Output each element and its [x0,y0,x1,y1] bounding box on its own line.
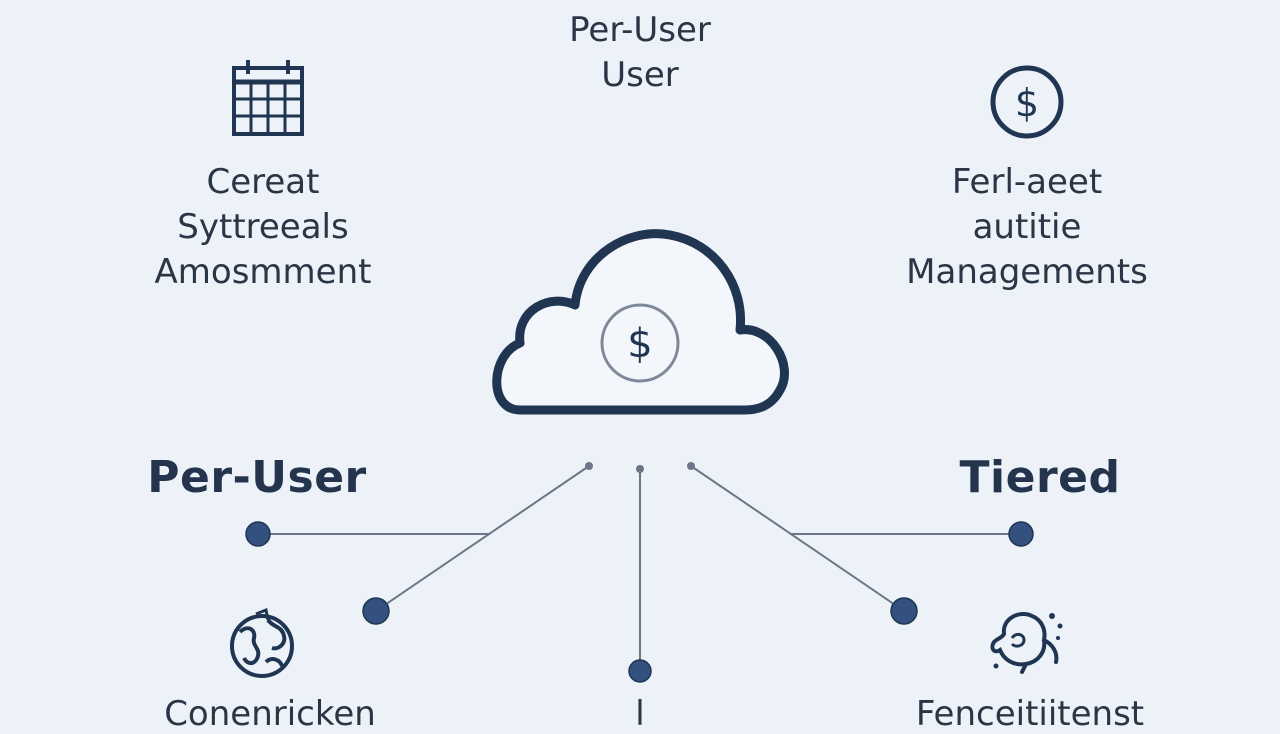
globe-icon [230,607,294,678]
top-label-line1: Per-User [569,10,711,50]
svg-text:$: $ [627,321,652,367]
bottom-left-label: Conenricken [164,694,376,734]
right-label-line2: autitie [972,207,1082,247]
left-label-line2: Syttreeals [177,207,349,247]
cloud-dollar-icon: $ [492,229,789,415]
bottom-center-label: l [635,694,645,734]
elephant-icon [990,612,1063,674]
left-diagonal-line [375,465,590,612]
right-label: Ferl-aeet autitie Managements [857,160,1197,295]
right-label-line1: Ferl-aeet [951,162,1103,202]
left-label: Cereat Syttreeals Amosmment [113,160,413,295]
svg-text:$: $ [1015,81,1039,125]
right-label-line3: Managements [906,252,1148,292]
node-lower-right [890,597,918,625]
junction-dot-right [687,462,695,470]
dollar-circle-icon: $ [990,65,1064,139]
bottom-right-label: Fenceitiitenst [915,694,1145,734]
top-label: Per-User User [540,8,740,98]
junction-dot-left [585,462,593,470]
calendar-icon [232,60,304,136]
left-heading: Per-User [147,452,367,503]
node-left [245,521,271,547]
right-heading: Tiered [959,452,1121,503]
junction-dot-center [636,465,644,473]
left-label-line3: Amosmment [154,252,372,292]
top-label-line2: User [601,55,679,95]
node-bottom-center [628,659,652,683]
node-lower-left [362,597,390,625]
left-label-line1: Cereat [206,162,320,202]
right-diagonal-line [690,465,905,612]
node-right [1008,521,1034,547]
